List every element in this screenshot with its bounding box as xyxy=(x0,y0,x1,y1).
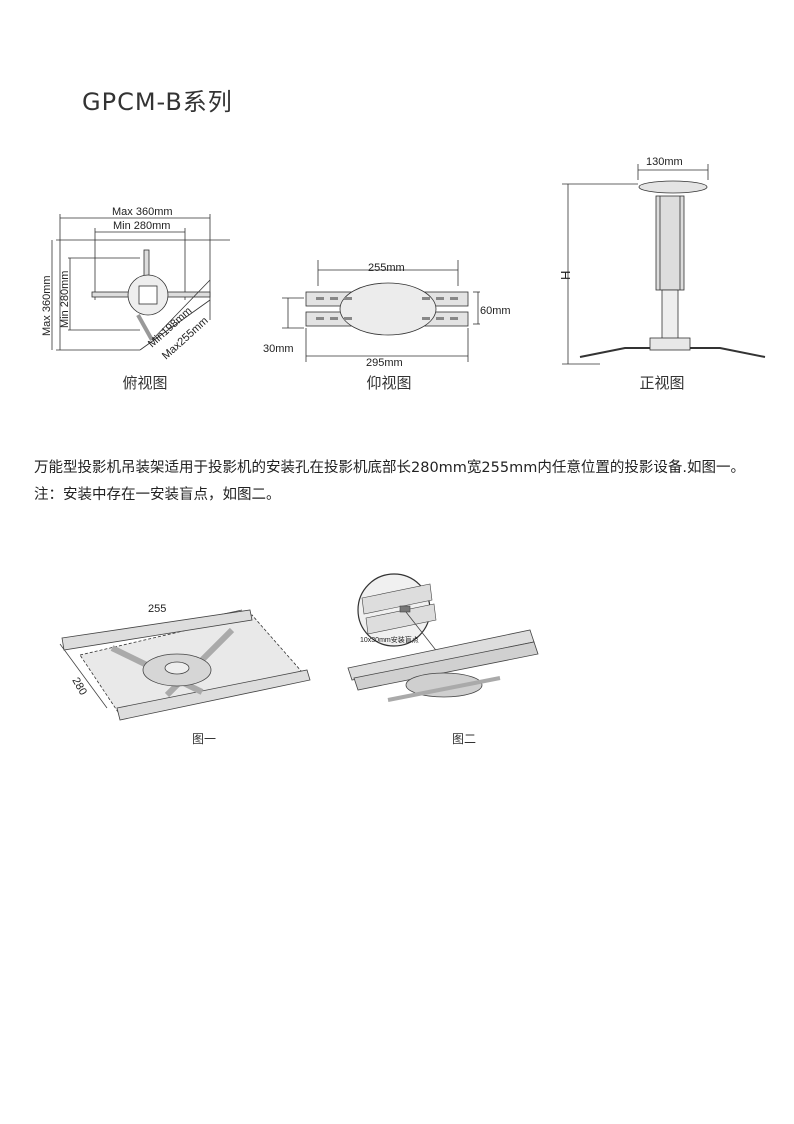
front-view-drawing: 130mm H xyxy=(558,156,766,365)
figure2-callout: 10x30mm安装盲点 xyxy=(360,635,419,644)
front-view-caption: 正视图 xyxy=(639,374,685,392)
page-title: GPCM-B系列 xyxy=(82,88,233,116)
top-view-caption: 俯视图 xyxy=(122,374,168,392)
figure1-drawing: 255 280 xyxy=(59,603,311,721)
top-view-drawing: Max 360mm Min 280mm Max 360mm Min 280mm … xyxy=(41,206,230,362)
bottom-view-caption: 仰视图 xyxy=(366,374,412,392)
top-max-height: Max 360mm xyxy=(41,275,53,336)
bottom-top-dim: 255mm xyxy=(368,262,405,274)
bottom-right-dim: 60mm xyxy=(480,305,511,317)
top-max-width: Max 360mm xyxy=(112,206,173,218)
top-min-width: Min 280mm xyxy=(113,220,170,232)
figure1-width-dim: 255 xyxy=(148,603,166,615)
figure2-caption: 图二 xyxy=(451,732,476,746)
front-height-label: H xyxy=(558,271,573,280)
top-min-height: Min 280mm xyxy=(59,271,71,328)
front-top-dim: 130mm xyxy=(646,156,683,168)
bottom-left-dim: 30mm xyxy=(263,343,294,355)
figure1-caption: 图一 xyxy=(191,732,216,746)
description-paragraph: 万能型投影机吊装架适用于投影机的安装孔在投影机底部长280mm宽255mm内任意… xyxy=(34,460,745,503)
figure2-drawing: 10x30mm安装盲点 xyxy=(347,573,539,702)
bottom-bottom-dim: 295mm xyxy=(366,357,403,369)
bottom-view-drawing: 255mm 60mm 30mm 295mm xyxy=(263,260,511,369)
